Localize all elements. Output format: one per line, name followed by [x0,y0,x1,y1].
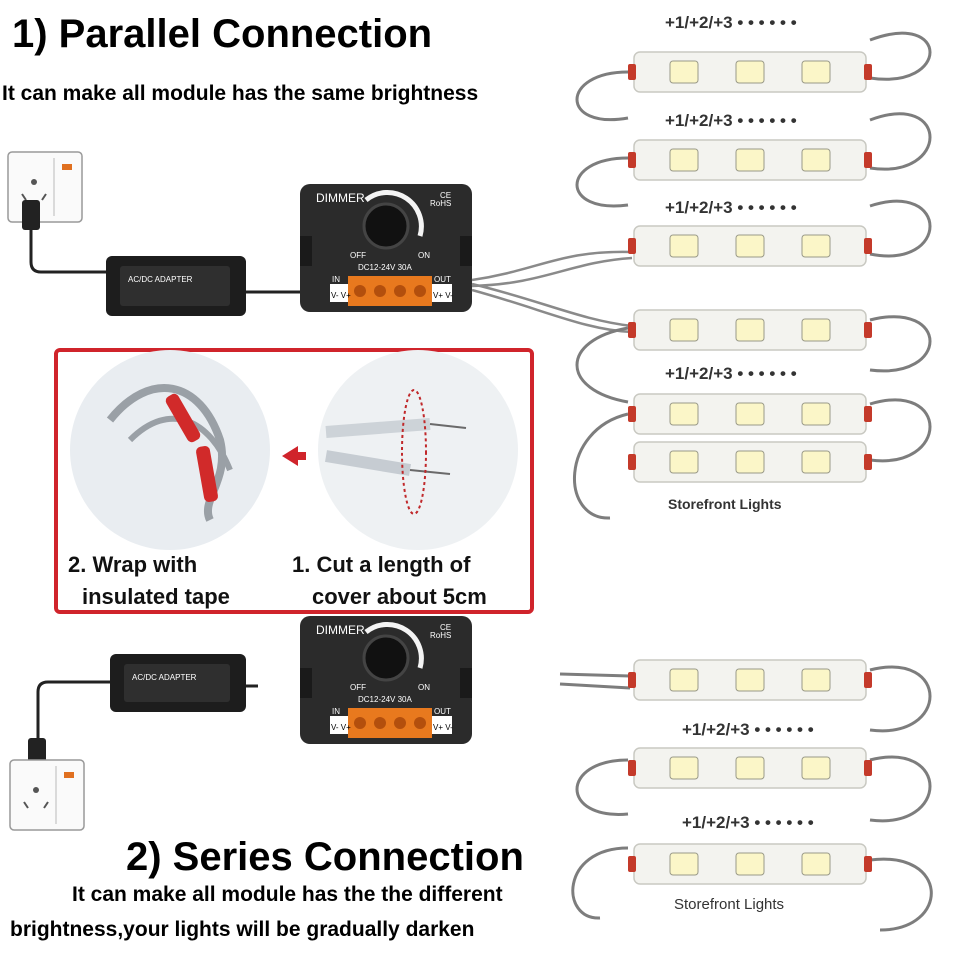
wrap-tape-photo [70,350,270,550]
output-wires-top [471,250,633,334]
storefront-label-top: Storefront Lights [668,496,782,512]
storefront-label-bottom: Storefront Lights [674,896,784,913]
on-label-bottom: ON [418,683,430,692]
sequence-label-6: +1/+2/+3 • • • • • • [682,813,814,832]
parallel-subtitle: It can make all module has the same brig… [2,82,479,105]
step2-line1: 2. Wrap with [68,552,197,577]
off-label: OFF [350,251,366,260]
out-pins: V+ V- [433,291,453,300]
dimmer-label: DIMMER [316,191,365,205]
step2-line2: insulated tape [82,584,230,609]
sequence-label-5: +1/+2/+3 • • • • • • [682,720,814,739]
sequence-label-3: +1/+2/+3 • • • • • • [665,198,797,217]
sequence-label-2: +1/+2/+3 • • • • • • [665,111,797,130]
svg-text:AC/DC ADAPTER: AC/DC ADAPTER [132,673,197,682]
step1-line2: cover about 5cm [312,584,487,609]
dimmer-top: DIMMER CE RoHS OFF ON DC12-24V 30A IN V-… [300,184,472,312]
series-subtitle-line1: It can make all module has the the diffe… [72,883,503,906]
module-wire-loops-bottom [559,665,933,932]
series-title: 2) Series Connection [126,835,524,879]
cut-cable-photo [318,350,518,550]
wall-socket-bottom [9,738,85,831]
power-cord-top [29,230,108,274]
sequence-label-1: +1/+2/+3 • • • • • • [665,13,797,32]
power-adapter-bottom: AC/DC ADAPTER [110,654,246,712]
power-cord-bottom [36,680,110,740]
in-pins-bottom: V- V+ [331,723,351,732]
led-modules-bottom [627,659,873,885]
in-label-bottom: IN [332,707,340,716]
parallel-title: 1) Parallel Connection [12,12,433,56]
ce-mark-bottom: CE [440,623,451,632]
dimmer-label-bottom: DIMMER [316,623,365,637]
on-label: ON [418,251,430,260]
module-wire-loops-top [572,31,932,520]
ce-mark: CE [440,191,451,200]
svg-text:AC/DC ADAPTER: AC/DC ADAPTER [128,275,193,284]
out-pins-bottom: V+ V- [433,723,453,732]
rohs-mark-bottom: RoHS [430,631,451,640]
in-pins: V- V+ [331,291,351,300]
rating-label-bottom: DC12-24V 30A [358,695,412,704]
wall-socket-top [7,151,83,230]
step1-line1: 1. Cut a length of [292,552,471,577]
off-label-bottom: OFF [350,683,366,692]
sequence-label-4: +1/+2/+3 • • • • • • [665,364,797,383]
out-label-bottom: OUT [434,707,451,716]
out-label: OUT [434,275,451,284]
series-subtitle-line2: brightness,your lights will be gradually… [10,918,475,941]
in-label: IN [332,275,340,284]
dimmer-bottom: DIMMER CE RoHS OFF ON DC12-24V 30A IN V-… [300,616,472,744]
rating-label: DC12-24V 30A [358,263,412,272]
arrow-left-icon [282,446,306,466]
rohs-mark: RoHS [430,199,451,208]
instruction-box: 2. Wrap with insulated tape 1. Cut a len… [54,348,534,614]
power-adapter-top: AC/DC ADAPTER [106,256,246,316]
